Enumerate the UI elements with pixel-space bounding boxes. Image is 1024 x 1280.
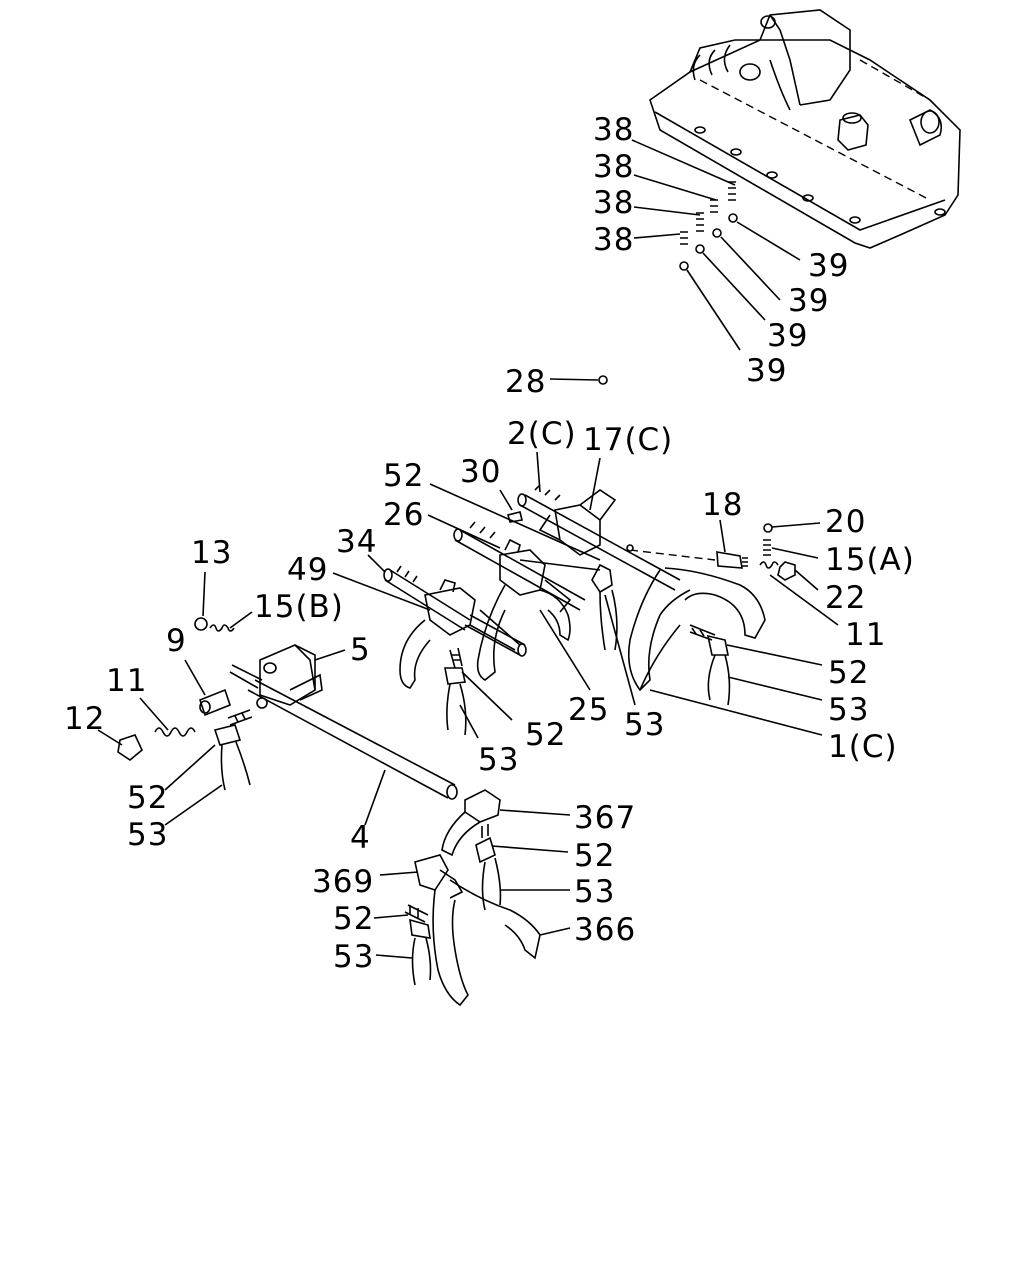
label-39: 39 <box>788 283 829 319</box>
detent-parts-right <box>759 522 839 626</box>
label-367: 367 <box>574 800 636 836</box>
label-52: 52 <box>383 458 424 494</box>
shift-rail-and-block <box>229 644 458 800</box>
label-12: 12 <box>64 701 105 737</box>
label-38: 38 <box>593 112 634 148</box>
label-53: 53 <box>574 874 615 910</box>
bolt-wire-right <box>649 624 823 736</box>
label-2c: 2(C) <box>507 416 577 452</box>
leader-lines-middle <box>332 451 726 691</box>
label-52: 52 <box>127 780 168 816</box>
label-39: 39 <box>767 318 808 354</box>
part-labels: 38 38 38 38 39 39 39 39 28 2(C) 17(C) 52… <box>64 112 915 975</box>
label-53: 53 <box>478 742 519 778</box>
label-15b: 15(B) <box>254 589 344 625</box>
detent-springs-and-balls <box>631 139 801 351</box>
shift-fork-366 <box>379 789 571 1007</box>
label-22: 22 <box>825 580 866 616</box>
pin-28 <box>549 375 608 385</box>
label-39: 39 <box>808 248 849 284</box>
label-34: 34 <box>336 524 377 560</box>
detent-parts-left <box>97 571 253 761</box>
label-366: 366 <box>574 912 636 948</box>
label-38: 38 <box>593 222 634 258</box>
label-18: 18 <box>702 487 743 523</box>
label-30: 30 <box>460 454 501 490</box>
label-26: 26 <box>383 497 424 533</box>
label-28: 28 <box>505 364 546 400</box>
label-17c: 17(C) <box>583 422 673 458</box>
label-9: 9 <box>166 623 187 659</box>
shift-fork-25 <box>453 521 601 681</box>
label-52: 52 <box>574 838 615 874</box>
leader-lines-left <box>364 769 386 826</box>
bolt-wire-center <box>444 563 636 739</box>
label-53: 53 <box>828 692 869 728</box>
label-11: 11 <box>106 663 147 699</box>
label-369: 369 <box>312 864 374 900</box>
label-49: 49 <box>287 552 328 588</box>
label-20: 20 <box>825 504 866 540</box>
label-38: 38 <box>593 185 634 221</box>
shift-cover-housing <box>649 9 961 249</box>
label-4: 4 <box>350 820 371 856</box>
shift-fork-1c <box>507 484 766 692</box>
label-52: 52 <box>333 901 374 937</box>
bolt-wire-left <box>164 709 253 826</box>
label-53: 53 <box>333 939 374 975</box>
label-52: 52 <box>525 717 566 753</box>
label-5: 5 <box>350 632 371 668</box>
label-25: 25 <box>568 692 609 728</box>
label-13: 13 <box>191 535 232 571</box>
label-39: 39 <box>746 353 787 389</box>
label-15a: 15(A) <box>825 542 915 578</box>
shift-fork-49 <box>383 565 527 689</box>
label-11: 11 <box>845 617 886 653</box>
label-53: 53 <box>624 707 665 743</box>
bolt-wire-bottom-left <box>373 904 432 986</box>
label-53: 53 <box>127 817 168 853</box>
label-38: 38 <box>593 149 634 185</box>
label-52: 52 <box>828 655 869 691</box>
label-1c: 1(C) <box>828 729 898 765</box>
